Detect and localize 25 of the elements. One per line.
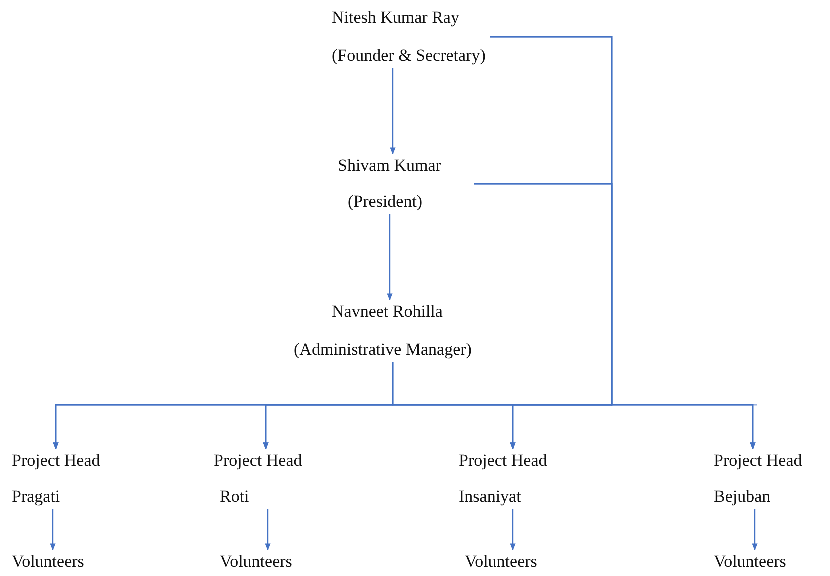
person-name: Project Head: [12, 451, 100, 471]
connector-arrow: [474, 183, 756, 450]
role-label: Volunteers: [12, 552, 84, 572]
role-label: Bejuban: [714, 487, 771, 507]
role-label: (Administrative Manager): [294, 340, 472, 360]
person-name: Project Head: [714, 451, 802, 471]
connector-arrow: [510, 509, 516, 551]
connector-arrow: [390, 68, 396, 155]
connector-arrow: [50, 509, 56, 551]
role-label: (President): [348, 192, 423, 212]
role-label: Volunteers: [220, 552, 292, 572]
connector-arrow: [387, 214, 393, 301]
person-name: Navneet Rohilla: [332, 302, 443, 322]
person-name: Project Head: [214, 451, 302, 471]
person-name: Project Head: [459, 451, 548, 471]
connector-arrow: [752, 509, 758, 551]
role-label: Roti: [220, 487, 250, 507]
role-label: Volunteers: [714, 552, 786, 572]
role-label: Volunteers: [465, 552, 538, 572]
role-label: Pragati: [12, 487, 60, 507]
connector-arrow: [265, 509, 271, 551]
person-name: Nitesh Kumar Ray: [332, 8, 460, 28]
role-label: (Founder & Secretary): [332, 46, 486, 66]
role-label: Insaniyat: [459, 487, 522, 507]
person-name: Shivam Kumar: [338, 156, 442, 176]
